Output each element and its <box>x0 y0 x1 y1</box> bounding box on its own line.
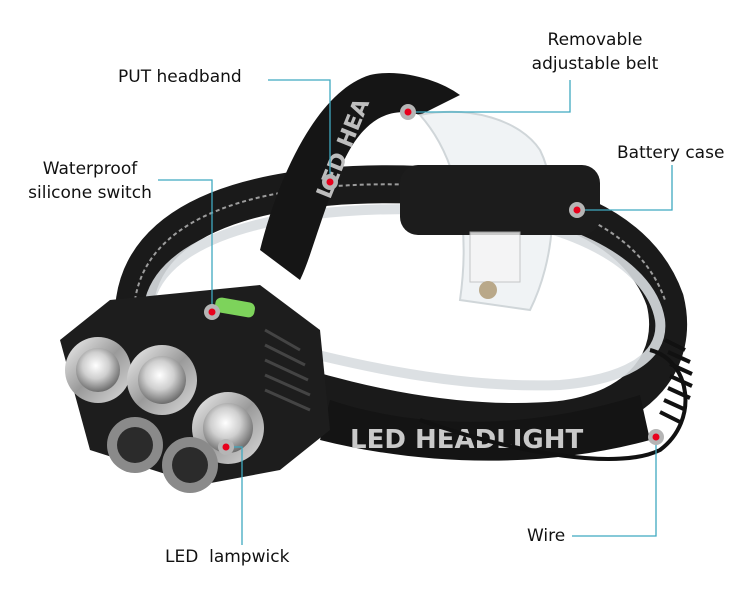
label-wire: Wire <box>527 526 566 546</box>
label-switch-line2: silicone switch <box>28 183 152 203</box>
dot-headband <box>322 174 338 190</box>
dot-switch <box>204 304 220 320</box>
leader-switch <box>158 179 213 312</box>
label-battery: Battery case <box>617 143 725 163</box>
strap-text: LED HEADLIGHT <box>350 425 584 455</box>
leader-headband <box>268 79 331 182</box>
leader-battery <box>578 165 673 211</box>
label-headband: PUT headband <box>118 67 242 87</box>
leader-lines <box>158 79 673 545</box>
leader-wire <box>572 437 657 537</box>
battery-case-body <box>400 165 600 235</box>
dot-belt <box>400 104 416 120</box>
callout-dots <box>204 104 664 455</box>
lamp-head <box>60 285 330 493</box>
front-strap: LED HEADLIGHT <box>320 395 650 461</box>
dot-lampwick <box>218 439 234 455</box>
dot-battery <box>569 202 585 218</box>
leader-belt <box>410 80 571 113</box>
label-switch-line1: Waterproof <box>42 159 138 179</box>
label-belt-line2: adjustable belt <box>531 54 659 74</box>
label-belt-line1: Removable <box>547 30 643 50</box>
dot-wire <box>648 429 664 445</box>
label-lampwick: LED lampwick <box>165 547 290 567</box>
